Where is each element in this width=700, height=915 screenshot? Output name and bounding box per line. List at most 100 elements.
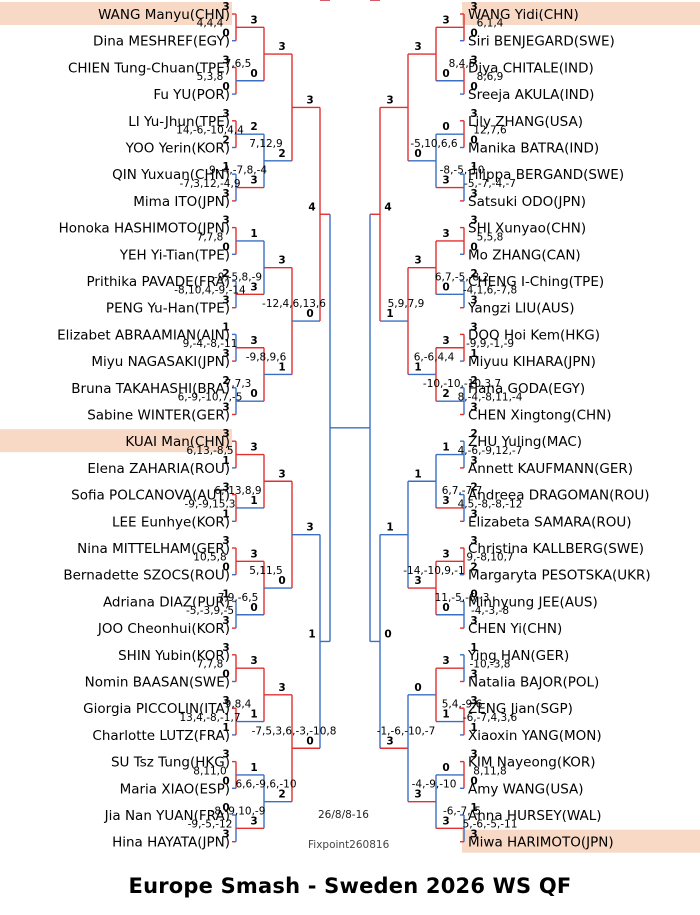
game-score: 1 <box>222 508 229 520</box>
set-scores: -10,-3,8 <box>470 659 511 671</box>
game-score: 3 <box>222 108 229 120</box>
game-score: 0 <box>384 0 391 3</box>
game-score: 3 <box>222 535 229 547</box>
seed-highlight <box>0 429 232 453</box>
game-score: 0 <box>470 775 477 787</box>
player-name: Hana GODA(EGY) <box>468 381 585 397</box>
player-name: Sabine WINTER(GER) <box>87 408 230 424</box>
game-score: 0 <box>222 775 229 787</box>
player-name: Adriana DIAZ(PUR) <box>103 594 230 610</box>
set-scores: -8,-5,-10 <box>440 165 485 177</box>
game-score: 0 <box>470 241 477 253</box>
set-scores: 6,-13,8,9 <box>214 485 261 497</box>
player-name: SHI Xunyao(CHN) <box>468 221 586 237</box>
game-score: 0 <box>222 802 229 814</box>
game-score: 0 <box>470 588 477 600</box>
game-score: 0 <box>414 682 421 694</box>
game-score: 3 <box>306 94 313 106</box>
game-score: 3 <box>278 41 285 53</box>
game-score: 3 <box>250 175 257 187</box>
game-score: 3 <box>414 789 421 801</box>
game-score: 3 <box>470 829 477 841</box>
set-scores: -4,-9,-10 <box>412 779 457 791</box>
game-score: 3 <box>222 749 229 761</box>
player-name: JOO Cheonhui(KOR) <box>97 621 230 637</box>
set-scores: 8,11,8 <box>473 765 506 777</box>
set-scores: 4,5,-8,-8,-12 <box>458 498 523 510</box>
set-scores: -1,-6,-10,-7 <box>377 725 436 737</box>
player-name: Amy WANG(USA) <box>468 781 584 797</box>
set-scores: -8,10,4,-9,-14 <box>174 285 246 297</box>
game-score: 3 <box>222 402 229 414</box>
game-score: 4 <box>384 0 391 3</box>
game-score: 3 <box>222 215 229 227</box>
set-scores: -9,-9,15,3 <box>185 498 236 510</box>
game-score: 1 <box>414 361 421 373</box>
game-score: 3 <box>250 442 257 454</box>
game-score: 2 <box>470 375 477 387</box>
set-scores: 5,-6,-5,-11 <box>463 819 518 831</box>
player-name: Sreeja AKULA(IND) <box>468 87 594 103</box>
set-scores: 6,13,-8,5 <box>186 445 233 457</box>
game-score: 0 <box>470 135 477 147</box>
game-score: 3 <box>386 94 393 106</box>
game-score: 3 <box>470 695 477 707</box>
player-name: SU Tsz Tung(HKG) <box>111 755 230 771</box>
game-score: 1 <box>470 348 477 360</box>
game-score: 3 <box>470 402 477 414</box>
game-score: 3 <box>250 815 257 827</box>
game-score: 0 <box>470 28 477 40</box>
game-score: 1 <box>250 762 257 774</box>
player-name: Maria XIAO(ESP) <box>120 781 230 797</box>
game-score: 0 <box>442 602 449 614</box>
source-credit: Fixpoint260816 <box>308 839 390 851</box>
page-title: Europe Smash - Sweden 2026 WS QF <box>128 874 572 898</box>
player-name: Miyuu KIHARA(JPN) <box>468 354 596 370</box>
set-scores: -4,1,6,-7,8 <box>463 285 517 297</box>
player-name: Satsuki ODO(JPN) <box>468 194 586 210</box>
set-scores: -14,-10,9,-1 <box>403 565 464 577</box>
game-score: 3 <box>222 695 229 707</box>
game-score: 3 <box>442 655 449 667</box>
set-scores: 4,-6,-9,12,-7 <box>458 445 523 457</box>
bracket-lines <box>232 0 465 843</box>
tournament-bracket: WANG Manyu(CHN)Dina MESHREF(EGY)CHIEN Tu… <box>0 0 700 853</box>
player-name: CHEN Xingtong(CHN) <box>468 408 612 424</box>
player-name: YOO Yerin(KOR) <box>125 141 230 157</box>
game-score: 0 <box>250 602 257 614</box>
player-name: Miwa HARIMOTO(JPN) <box>468 835 614 851</box>
player-name: ZHU Yuling(MAC) <box>468 434 582 450</box>
game-score: 3 <box>222 54 229 66</box>
player-name: Giorgia PICCOLIN(ITA) <box>83 701 230 717</box>
player-name: WANG Manyu(CHN) <box>98 7 230 23</box>
set-scores: -5,-7,-4,-7 <box>464 178 516 190</box>
player-name: Manika BATRA(IND) <box>468 141 599 157</box>
set-scores: 8,4,5 <box>449 58 476 70</box>
set-scores: -9,-5,-12 <box>188 819 233 831</box>
player-name: Miyu NAGASAKI(JPN) <box>91 354 230 370</box>
player-name: ZENG Jian(SGP) <box>468 701 573 717</box>
game-score: 3 <box>222 295 229 307</box>
set-scores: 5,5,8 <box>477 231 504 243</box>
game-score: 3 <box>222 615 229 627</box>
game-score: 3 <box>222 428 229 440</box>
set-scores: -5,10,6,6 <box>410 138 458 150</box>
game-score: 3 <box>222 482 229 494</box>
set-scores: 9,-8,10,7 <box>466 552 513 564</box>
set-scores: 8,6,9 <box>477 71 504 83</box>
game-score: 2 <box>470 268 477 280</box>
set-scores: 14,-6,-10,4,4 <box>176 125 244 137</box>
seed-highlights <box>0 2 700 853</box>
set-scores: 7,6,5 <box>225 58 252 70</box>
game-score: 0 <box>250 388 257 400</box>
set-scores: 11,-5,-6,-3 <box>435 592 490 604</box>
player-name: LEE Eunhye(KOR) <box>112 514 230 530</box>
game-score: 3 <box>222 1 229 13</box>
player-name: Xiaoxin YANG(MON) <box>468 728 602 744</box>
game-score: 3 <box>442 14 449 26</box>
game-score: 2 <box>470 428 477 440</box>
game-score: 1 <box>386 522 393 534</box>
player-name: Filippa BERGAND(SWE) <box>468 167 624 183</box>
seed-highlight <box>462 829 700 853</box>
player-name: DOO Hoi Kem(HKG) <box>468 327 600 343</box>
